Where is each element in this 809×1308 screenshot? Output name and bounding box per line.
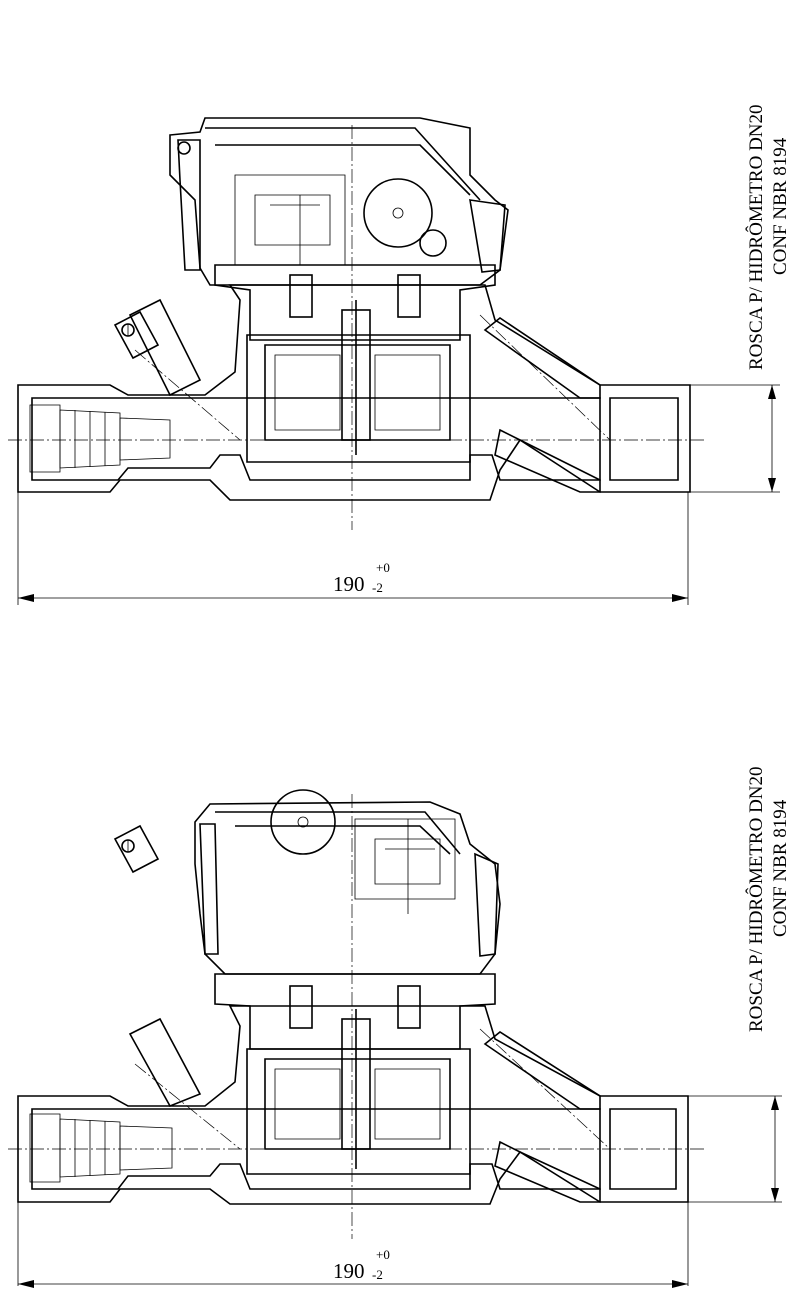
- side-plug: [113, 298, 202, 397]
- dimension-upper-tolerance: +0: [376, 560, 390, 575]
- thread-note-line1: ROSCA P/ HIDRÔMETRO DN20: [745, 104, 767, 370]
- thread-note-line1: ROSCA P/ HIDRÔMETRO DN20: [745, 766, 767, 1032]
- register-housing: [169, 117, 509, 286]
- water-meter-section-drawing-top: 190 +0 -2 ROSCA P/ HIDRÔMETRO DN20 CONF …: [8, 104, 791, 605]
- dimension-value: 190: [333, 1259, 365, 1283]
- thread-note: ROSCA P/ HIDRÔMETRO DN20 CONF NBR 8194: [745, 766, 791, 1032]
- inlet-strainer: [29, 1113, 173, 1183]
- meter-body: [17, 284, 691, 501]
- centre-lines: [8, 125, 705, 530]
- side-plug: [113, 824, 202, 1108]
- section-view-svg: 190 +0 -2 ROSCA P/ HIDRÔMETRO DN20 CONF …: [8, 104, 791, 605]
- water-meter-section-drawing-bottom: 190 +0 -2 ROSCA P/ HIDRÔMETRO DN20 CONF …: [0, 654, 809, 1308]
- thread-note-line2: CONF NBR 8194: [770, 799, 791, 937]
- dimension-lower-tolerance: -2: [372, 580, 383, 595]
- centre-lines: [8, 794, 705, 1239]
- outlet-channel: [483, 1031, 601, 1203]
- measuring-chamber: [214, 264, 496, 455]
- register-housing: [194, 789, 501, 975]
- thread-note-line2: CONF NBR 8194: [770, 137, 791, 275]
- measuring-chamber: [214, 973, 496, 1169]
- thread-dimension: [690, 384, 780, 493]
- thread-note: ROSCA P/ HIDRÔMETRO DN20 CONF NBR 8194: [745, 104, 791, 370]
- thread-dimension: [688, 1095, 782, 1203]
- dimension-lower-tolerance: -2: [372, 1267, 383, 1282]
- dimension-value: 190: [333, 572, 365, 596]
- length-dimension: 190 +0 -2: [17, 1202, 689, 1288]
- section-view-svg: 190 +0 -2 ROSCA P/ HIDRÔMETRO DN20 CONF …: [8, 766, 791, 1288]
- length-dimension: 190 +0 -2: [17, 492, 689, 605]
- inlet-strainer: [29, 404, 171, 473]
- dimension-upper-tolerance: +0: [376, 1247, 390, 1262]
